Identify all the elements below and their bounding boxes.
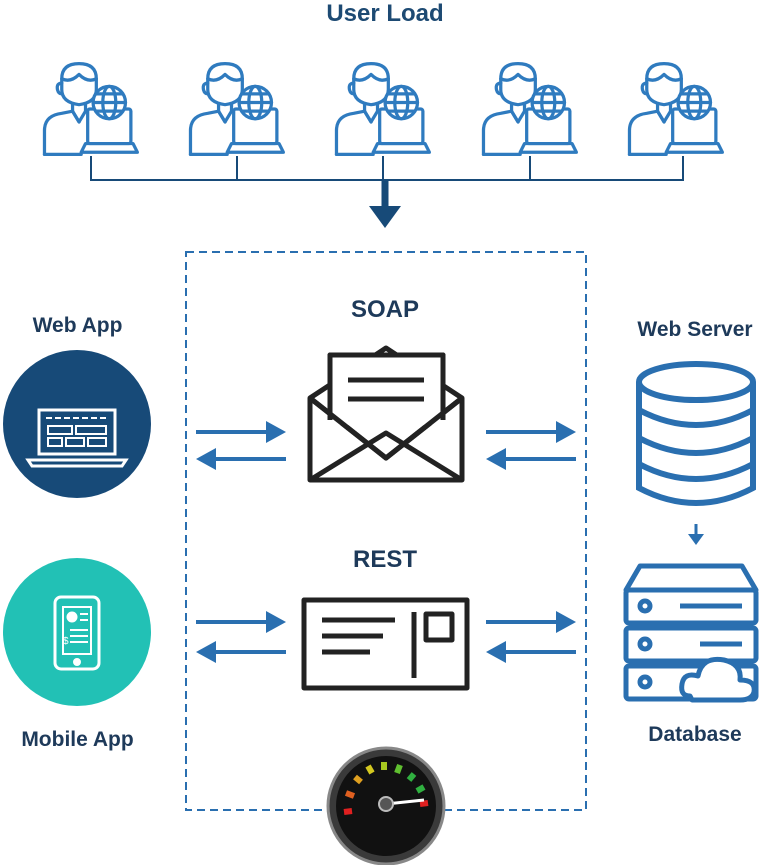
user-globe-laptop-icon <box>627 62 724 156</box>
laptop-icon <box>25 408 129 468</box>
mobile-rest-arrows <box>196 611 286 663</box>
user-globe-laptop-icon <box>188 62 285 156</box>
user-globe-laptop-icon <box>42 62 139 156</box>
smartphone-icon: $ <box>53 595 101 671</box>
database-label: Database <box>648 723 742 746</box>
user-connector <box>90 156 684 208</box>
user-globe-laptop-icon <box>334 62 431 156</box>
users-row <box>42 62 724 156</box>
soap-server-arrows <box>486 421 576 470</box>
svg-text:$: $ <box>63 636 69 647</box>
rest-label: REST <box>352 546 417 573</box>
web-app-icon <box>3 350 151 498</box>
down-arrow-icon <box>369 206 401 228</box>
database-cylinder-icon <box>636 361 756 506</box>
envelope-letter-icon <box>307 345 465 483</box>
user-globe-laptop-icon <box>481 62 578 156</box>
api-boundary <box>185 251 587 811</box>
web-server-label: Web Server <box>637 318 753 341</box>
soap-label: SOAP <box>350 296 419 323</box>
web-soap-arrows <box>196 421 286 470</box>
server-db-arrow <box>688 524 704 545</box>
diagram-title: User Load <box>326 0 444 27</box>
speedometer-icon <box>326 746 446 865</box>
mobile-app-label: Mobile App <box>21 728 134 751</box>
rest-server-arrows <box>486 611 576 663</box>
web-app-label: Web App <box>32 314 123 337</box>
postcard-icon <box>301 597 470 691</box>
mobile-app-icon: $ <box>3 558 151 706</box>
server-cloud-icon <box>623 563 759 703</box>
